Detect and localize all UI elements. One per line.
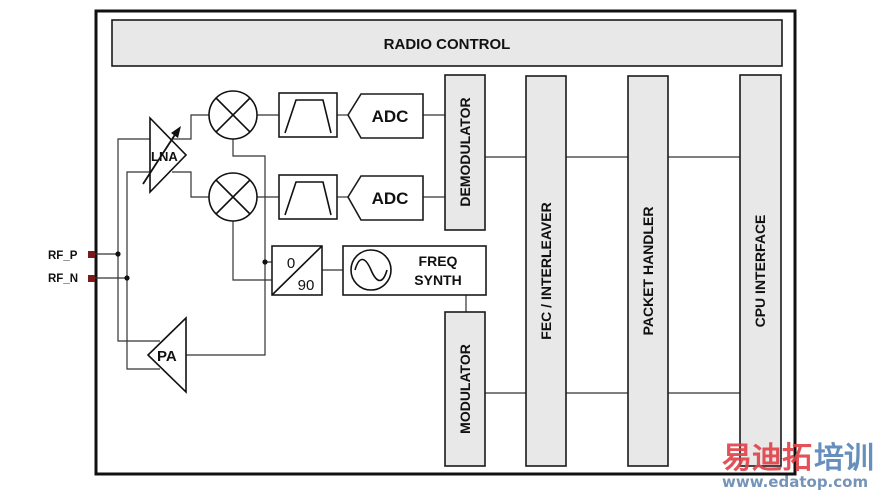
- mixer-icon: [208, 172, 258, 222]
- modulator-block: [444, 311, 486, 467]
- phase-90-label: 90: [298, 277, 315, 294]
- mixer-q: [208, 172, 258, 222]
- junction-dot: [124, 275, 130, 281]
- junction-dot: [262, 259, 268, 265]
- freq-synth-label-line2: SYNTH: [414, 272, 461, 288]
- rf-n-pin[interactable]: [88, 275, 95, 282]
- cpu-interface-label: CPU INTERFACE: [752, 215, 768, 328]
- modulator-label: MODULATOR: [457, 344, 473, 434]
- filter-q: [278, 174, 338, 220]
- freq-synth: FREQ SYNTH: [342, 245, 487, 296]
- demodulator-label: DEMODULATOR: [457, 97, 473, 206]
- packet-handler-label: PACKET HANDLER: [640, 207, 656, 336]
- bandpass-filter-icon: [284, 181, 332, 216]
- watermark-url: www.edatop.com: [722, 473, 868, 491]
- rf-p-label: RF_P: [48, 250, 78, 262]
- wires: [92, 114, 740, 394]
- watermark: 易迪拓 培训 www.edatop.com: [722, 441, 874, 491]
- rf-p-pin[interactable]: [88, 251, 95, 258]
- bandpass-filter-icon: [284, 99, 332, 134]
- pa-block: PA: [146, 316, 187, 394]
- adc-i-label: ADC: [372, 107, 409, 126]
- phase-splitter: 0 90: [271, 245, 323, 296]
- phase-0-label: 0: [287, 255, 295, 272]
- radio-control-block: [111, 19, 783, 67]
- watermark-cn-red: 易迪拓: [722, 441, 812, 476]
- adc-i: ADC: [347, 93, 424, 139]
- mixer-i: [208, 90, 258, 140]
- rf-n-label: RF_N: [48, 273, 78, 285]
- junction-dot: [115, 251, 121, 257]
- filter-i: [278, 92, 338, 138]
- adc-q-label: ADC: [372, 189, 409, 208]
- sine-oscillator-icon: [350, 249, 392, 291]
- watermark-cn-blue: 培训: [814, 441, 874, 476]
- demodulator-block: [444, 74, 486, 231]
- cpu-interface-block: [739, 74, 782, 467]
- freq-synth-label-line1: FREQ: [419, 253, 458, 269]
- variable-gain-arrow-icon: [142, 126, 181, 185]
- radio-control-label: RADIO CONTROL: [384, 36, 511, 53]
- fec-interleaver-label: FEC / INTERLEAVER: [538, 202, 554, 339]
- mixer-icon: [208, 90, 258, 140]
- packet-handler-block: [627, 75, 669, 467]
- fec-interleaver-block: [525, 75, 567, 467]
- adc-q: ADC: [347, 175, 424, 221]
- lna-block: LNA: [142, 116, 188, 194]
- pa-label: PA: [157, 348, 177, 365]
